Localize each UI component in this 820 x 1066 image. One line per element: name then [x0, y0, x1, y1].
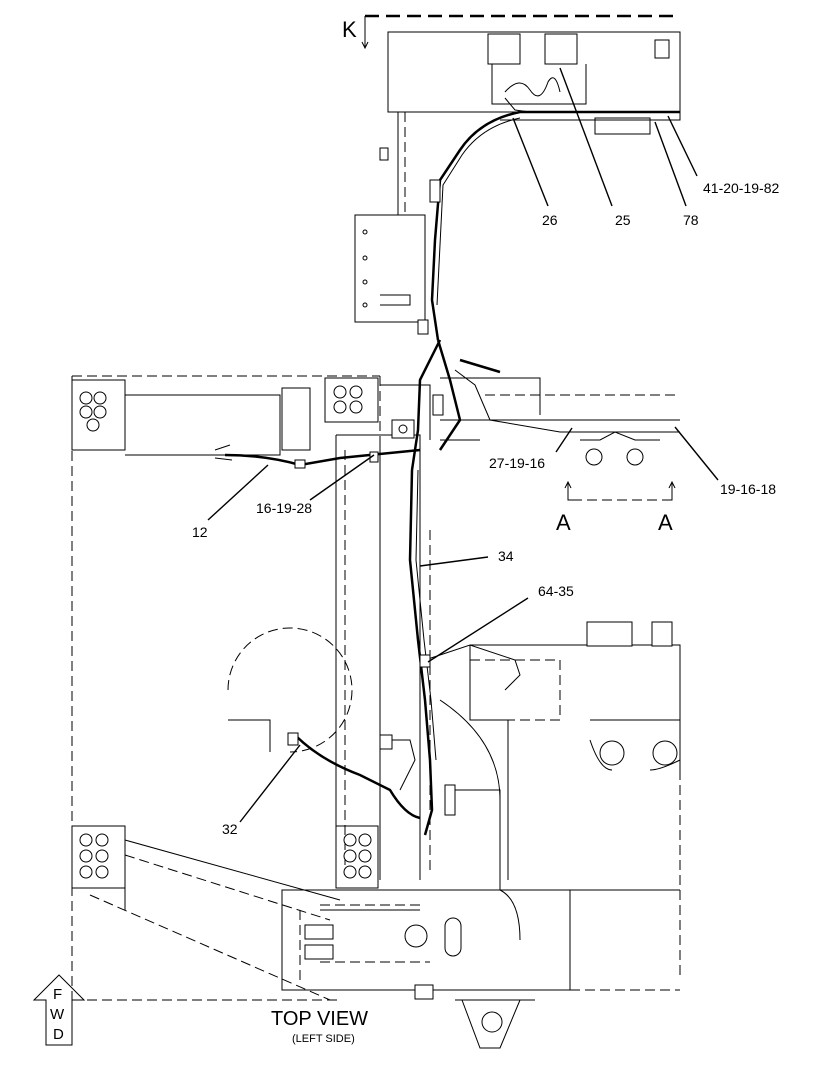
- callout-64-35: 64-35: [538, 583, 574, 599]
- callout-19-16-18: 19-16-18: [720, 481, 776, 497]
- section-k-label: K: [342, 17, 357, 42]
- view-subtitle: (LEFT SIDE): [292, 1033, 355, 1045]
- filter-top-center: [333, 385, 363, 414]
- filter-top-left: [79, 391, 107, 432]
- callout-25: 25: [615, 212, 631, 228]
- filter-bottom-center: [343, 833, 372, 879]
- callout-27-19-16: 27-19-16: [489, 455, 545, 471]
- view-title: TOP VIEW: [271, 1008, 368, 1030]
- callout-32: 32: [222, 821, 238, 837]
- section-a-right-label: A: [658, 510, 673, 535]
- section-a-left-label: A: [556, 510, 571, 535]
- callout-34: 34: [498, 548, 514, 564]
- frame-structure: [71, 31, 681, 1049]
- callout-12: 12: [192, 524, 208, 540]
- callout-leaders: [207, 67, 719, 823]
- section-a-marker: A A: [556, 480, 676, 535]
- fwd-letter-d: D: [53, 1026, 64, 1043]
- forward-arrow: F W D: [32, 974, 86, 1046]
- callout-16-19-28: 16-19-28: [256, 500, 312, 516]
- callout-41-20-19-82: 41-20-19-82: [703, 180, 779, 196]
- filter-bottom-left: [79, 833, 109, 879]
- section-k-marker: K: [342, 14, 675, 50]
- callout-78: 78: [683, 212, 699, 228]
- callout-26: 26: [542, 212, 558, 228]
- fwd-letter-w: W: [50, 1006, 65, 1023]
- fwd-letter-f: F: [53, 986, 62, 1003]
- wiring-harness: [214, 77, 680, 836]
- callout-labels: 26 25 78 41-20-19-82 27-19-16 19-16-18 1…: [192, 180, 779, 837]
